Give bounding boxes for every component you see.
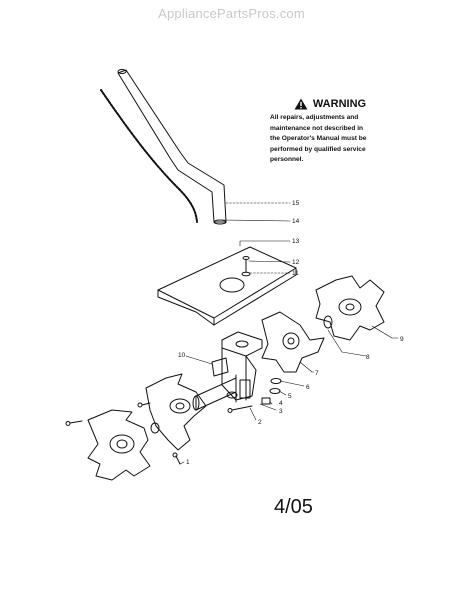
watermark: AppliancePartsPros.com bbox=[158, 6, 305, 21]
handle-tube bbox=[117, 69, 227, 225]
callout-1: 1 bbox=[186, 459, 190, 466]
callout-3: 3 bbox=[279, 408, 283, 415]
callout-12: 12 bbox=[292, 259, 300, 266]
right-tine-assembly-outer bbox=[315, 275, 385, 341]
warning-line: performed by qualified service bbox=[270, 145, 366, 153]
revision-date: 4/05 bbox=[274, 496, 313, 518]
callout-11: 11 bbox=[292, 270, 299, 277]
callout-6: 6 bbox=[306, 384, 310, 391]
callout-4: 4 bbox=[279, 400, 283, 407]
callout-9: 9 bbox=[400, 336, 404, 343]
callout-5: 5 bbox=[288, 393, 292, 400]
callout-2: 2 bbox=[258, 419, 262, 426]
gearbox bbox=[211, 331, 263, 403]
left-tine-assembly-outer bbox=[87, 409, 151, 481]
callout-13: 13 bbox=[292, 238, 300, 245]
tine-shield bbox=[157, 246, 297, 326]
shield-bolt bbox=[241, 256, 251, 277]
left-tine-assembly-inner bbox=[145, 373, 207, 451]
warning-line: maintenance not described in bbox=[270, 124, 364, 132]
hardware-stack bbox=[261, 378, 282, 405]
right-spacer-washer bbox=[323, 315, 333, 329]
warning-title: WARNING bbox=[312, 98, 367, 110]
callout-leaders bbox=[179, 202, 399, 465]
callout-10: 10 bbox=[178, 352, 186, 359]
callout-14: 14 bbox=[292, 218, 300, 225]
warning-line: personnel. bbox=[270, 156, 304, 163]
callout-8: 8 bbox=[366, 354, 370, 361]
right-tine-assembly-inner bbox=[261, 311, 325, 373]
callout-7: 7 bbox=[315, 370, 319, 377]
control-cable bbox=[100, 89, 198, 223]
warning-line: All repairs, adjustments and bbox=[270, 114, 359, 121]
callout-15: 15 bbox=[292, 200, 300, 207]
warning-line: the Operator's Manual must be bbox=[270, 135, 367, 142]
tine-axle-shaft bbox=[192, 377, 237, 411]
warning-triangle-icon bbox=[294, 98, 308, 110]
clevis-pins bbox=[227, 405, 253, 413]
warning-header: WARNING bbox=[270, 98, 390, 110]
callout-labels: 15 14 13 12 11 9 8 7 10 6 5 4 3 2 1 bbox=[178, 200, 404, 466]
left-tine-bolts bbox=[65, 402, 181, 465]
warning-notice: WARNING All repairs, adjustments and mai… bbox=[270, 98, 390, 166]
